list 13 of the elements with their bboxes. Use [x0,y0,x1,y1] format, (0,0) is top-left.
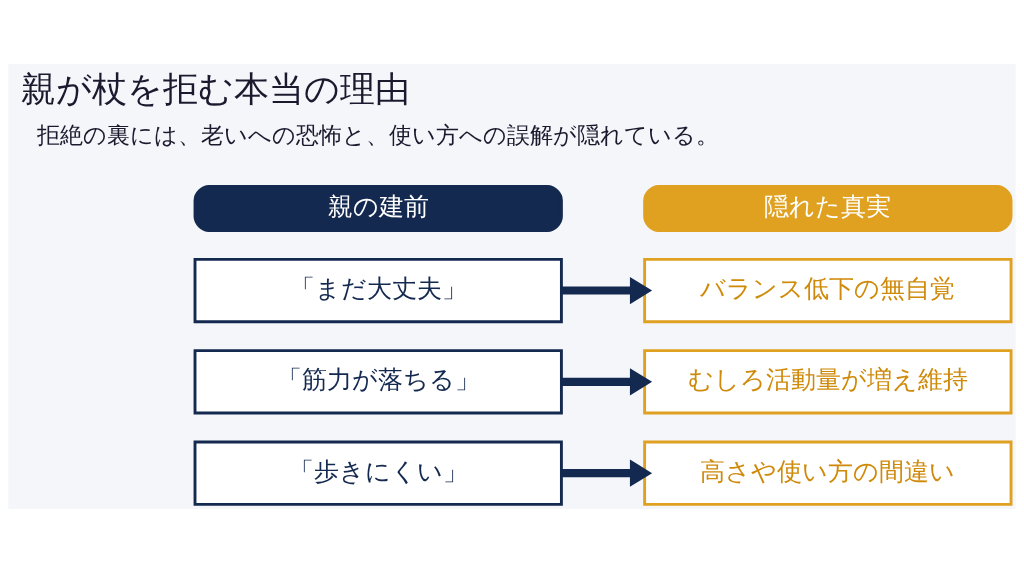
node-box: むしろ活動量が増え維持 [643,348,1013,414]
node-box: 「歩きにくい」 [193,440,563,506]
node-box: バランス低下の無自覚 [643,257,1013,323]
arrow [561,276,653,304]
diagram-title: 親が杖を拒む本当の理由 [20,68,410,109]
node-box: 隠れた真実 [643,184,1013,232]
label: 拒絶の裏には、老いへの恐怖と、使い方への誤解が隠れている。 [37,121,720,148]
node-box: 「まだ大丈夫」 [193,257,563,323]
node-box: 高さや使い方の間違い [643,440,1013,506]
node-box: 「筋力が落ちる」 [193,348,563,414]
arrow [561,459,653,487]
node-box: 親の建前 [193,184,563,232]
arrow [561,367,653,395]
